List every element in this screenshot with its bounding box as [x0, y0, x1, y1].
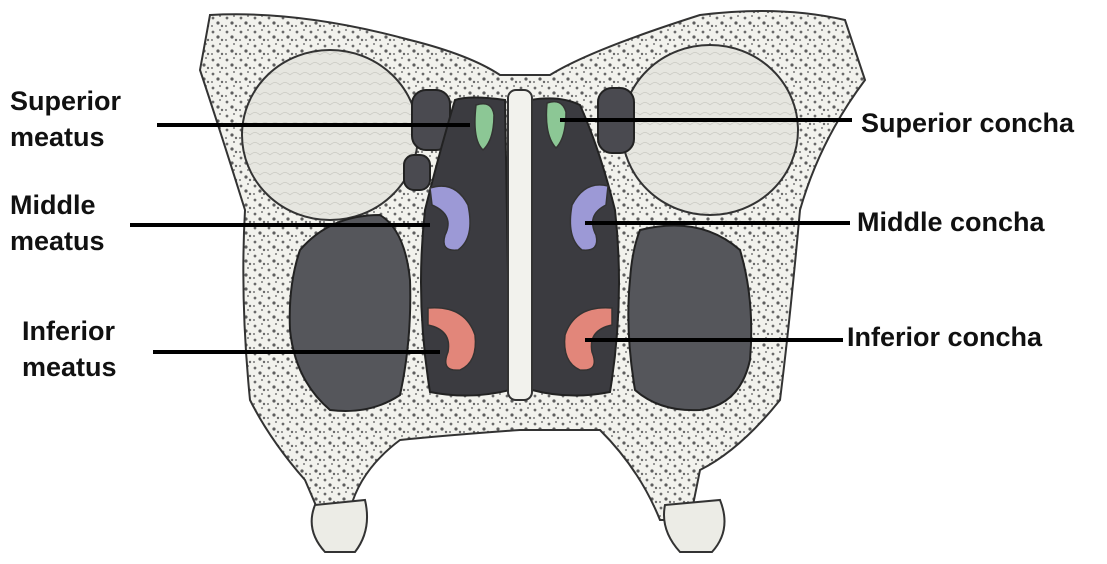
left-ethmoid-cell-lower	[404, 155, 430, 190]
label-inferior-meatus-line2: meatus	[22, 350, 117, 386]
label-superior-meatus-line1: Superior	[10, 84, 121, 120]
label-inferior-meatus-line1: Inferior	[22, 314, 117, 350]
label-middle-meatus-line1: Middle	[10, 188, 105, 224]
right-orbit	[622, 45, 798, 215]
label-middle-meatus: Middle meatus	[10, 188, 105, 260]
label-middle-meatus-line2: meatus	[10, 224, 105, 260]
left-tooth	[312, 500, 367, 552]
nasal-septum	[508, 90, 532, 400]
label-middle-concha: Middle concha	[857, 205, 1045, 241]
left-orbit	[242, 50, 418, 220]
label-inferior-concha: Inferior concha	[847, 320, 1042, 356]
label-superior-meatus-line2: meatus	[10, 120, 121, 156]
label-inferior-meatus: Inferior meatus	[22, 314, 117, 386]
label-superior-concha: Superior concha	[861, 106, 1074, 142]
left-maxillary-sinus	[290, 215, 411, 411]
label-superior-meatus: Superior meatus	[10, 84, 121, 156]
right-tooth	[664, 500, 725, 552]
right-maxillary-sinus	[628, 226, 751, 411]
